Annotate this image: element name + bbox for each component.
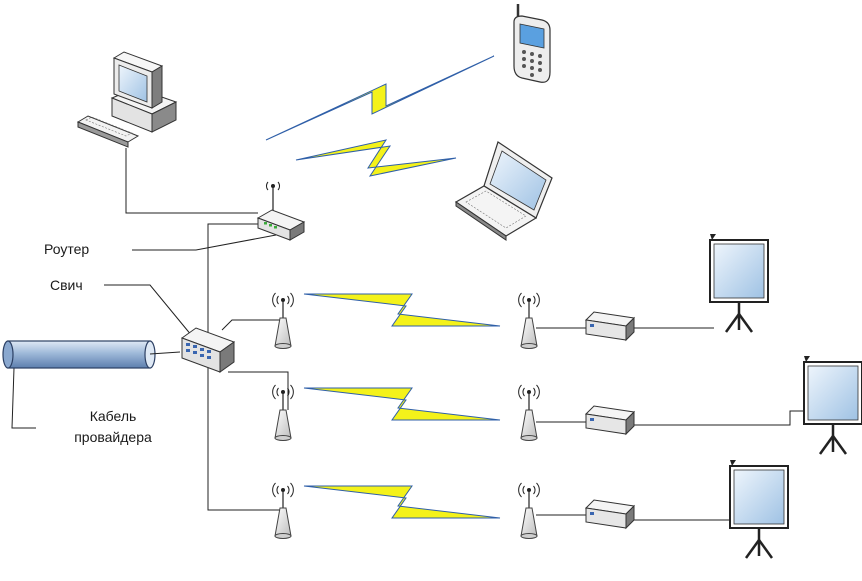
wireless-router-icon (256, 181, 306, 241)
projection-screen-2 (802, 354, 862, 456)
antenna-left-3 (272, 482, 294, 540)
antenna-left-1 (272, 292, 294, 350)
wireless-link-2 (303, 387, 501, 421)
wire-stb-screen-2 (632, 410, 808, 426)
wireless-link-3 (303, 485, 501, 519)
desktop-computer-icon (76, 51, 178, 148)
provider-cable-icon (2, 340, 181, 369)
set-top-box-2 (585, 405, 635, 435)
wireless-link-phone (265, 55, 495, 141)
antenna-right-2 (518, 384, 540, 442)
mobile-phone-icon (513, 4, 551, 83)
set-top-box-1 (585, 311, 635, 341)
router-label: Роутер (44, 241, 90, 257)
set-top-box-3 (585, 499, 635, 529)
set-top-box-icon (585, 311, 635, 529)
antenna-left-2 (272, 384, 294, 442)
network-switch-icon (180, 327, 236, 373)
wire-computer-router (125, 148, 258, 214)
switch-leader-line (104, 284, 193, 337)
wireless-link-icon (265, 55, 501, 519)
wireless-link-laptop (295, 139, 457, 177)
cable-label-line1: Кабель (89, 408, 137, 424)
projection-screen-icon (708, 232, 862, 560)
switch-label: Свич (50, 277, 83, 293)
wire-switch-antenna-2 (228, 371, 289, 410)
network-wires (11, 148, 808, 521)
laptop-icon (454, 141, 553, 241)
antenna-right-1 (518, 292, 540, 350)
router-leader-line (132, 234, 277, 251)
wireless-link-1 (303, 293, 501, 327)
cable-label-line2: провайдера (74, 429, 152, 445)
wire-switch-antenna-1 (221, 319, 282, 331)
cable-leader-line (11, 367, 36, 429)
projection-screen-3 (728, 458, 790, 560)
projection-screen-1 (708, 232, 770, 334)
antenna-right-3 (518, 482, 540, 540)
